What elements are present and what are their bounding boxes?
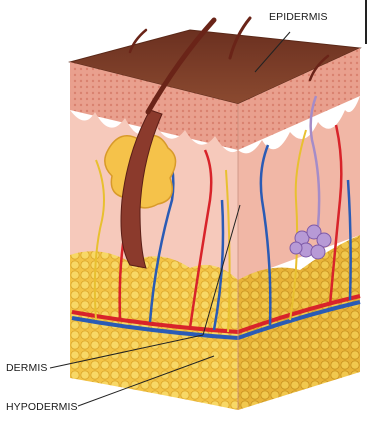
dermis-label: DERMIS (6, 362, 47, 374)
epidermis-label: EPIDERMIS (269, 11, 328, 23)
hypodermis-label: HYPODERMIS (6, 401, 78, 413)
margin-rule (365, 0, 367, 44)
